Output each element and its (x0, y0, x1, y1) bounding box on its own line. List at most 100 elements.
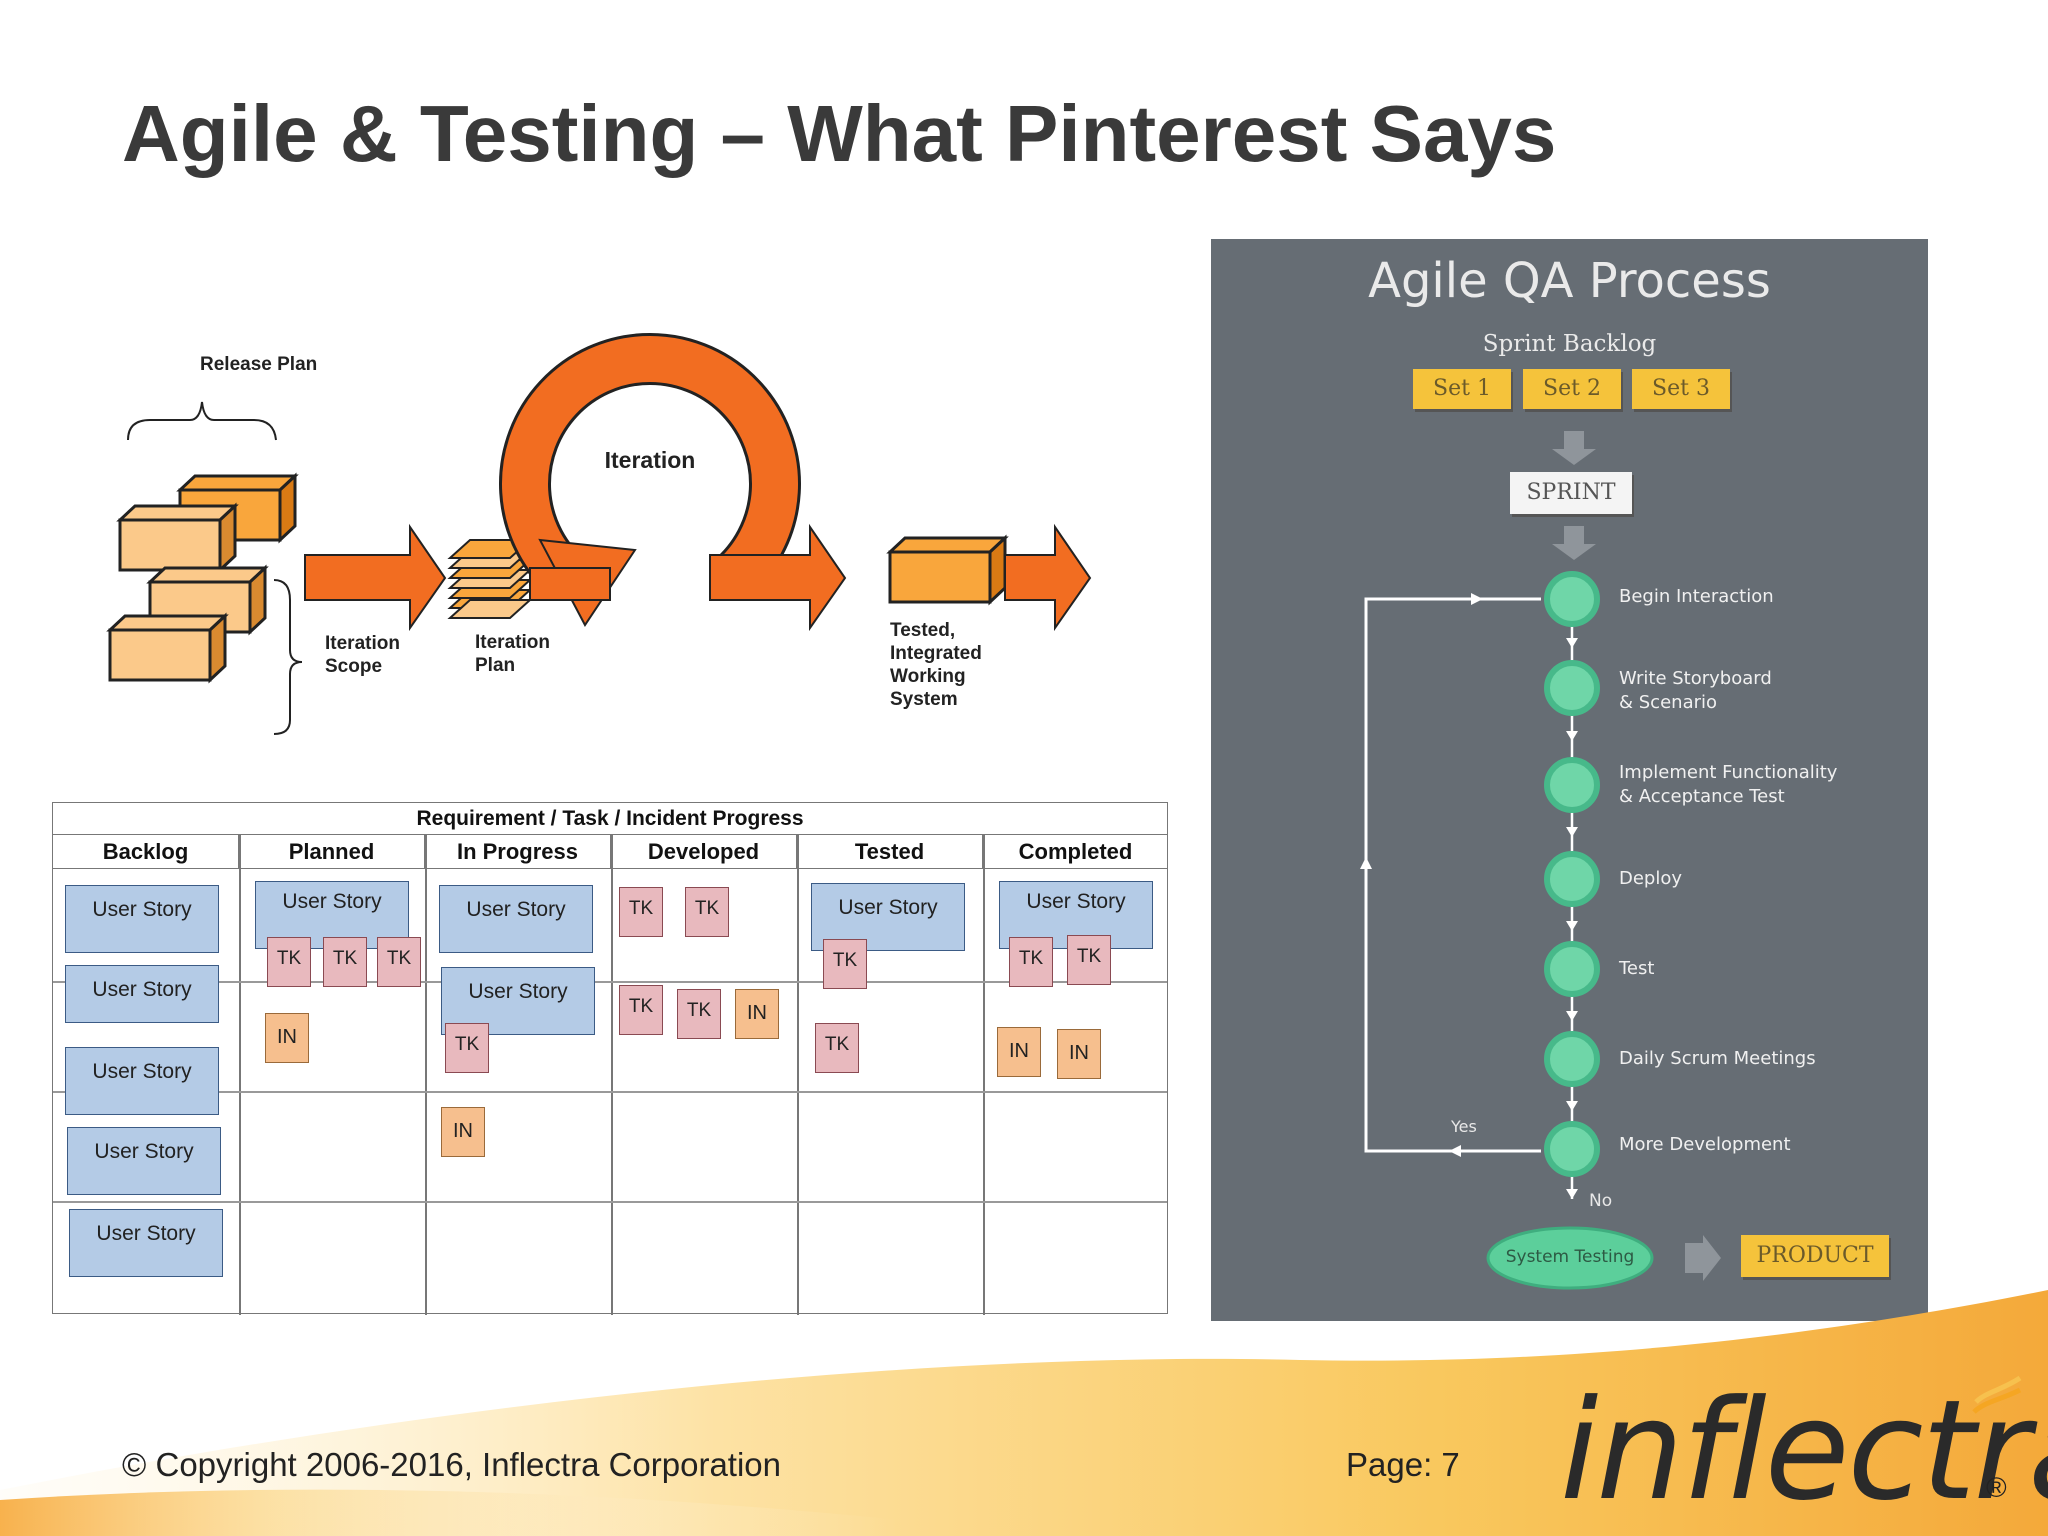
arrow-down-icon (1552, 526, 1596, 560)
qa-flow-diagram (1360, 431, 1721, 1290)
tested-label-2: Integrated (890, 643, 982, 664)
row-divider (53, 1201, 1167, 1203)
column-divider (239, 835, 241, 1315)
release-plan-brace (127, 401, 277, 441)
task-card[interactable]: TK (377, 937, 421, 987)
qa-title: Agile QA Process (1368, 253, 1771, 309)
system-testing-label: System Testing (1505, 1247, 1635, 1267)
task-card[interactable]: TK (685, 887, 729, 937)
arrow-right-icon (304, 523, 447, 632)
step-arrows (1566, 638, 1578, 1199)
task-card[interactable]: TK (323, 937, 367, 987)
arrow-connector (529, 567, 611, 601)
column-header-in-progress: In Progress (425, 835, 611, 869)
slide-title: Agile & Testing – What Pinterest Says (122, 89, 1557, 178)
column-header-backlog: Backlog (53, 835, 239, 869)
release-blocks-icon (106, 472, 299, 684)
user-story-card[interactable]: User Story (69, 1209, 223, 1277)
task-card[interactable]: TK (619, 887, 663, 937)
kanban-board: Requirement / Task / Incident Progress B… (52, 802, 1168, 1315)
task-card[interactable]: TK (677, 989, 721, 1039)
iteration-scope-brace (273, 579, 303, 735)
user-story-card[interactable]: User Story (65, 885, 219, 953)
incident-card[interactable]: IN (997, 1027, 1041, 1077)
task-card[interactable]: TK (1067, 935, 1111, 985)
tested-label-1: Tested, (890, 620, 955, 641)
task-card[interactable]: TK (823, 939, 867, 989)
iteration-plan-label-2: Plan (475, 655, 515, 676)
column-divider (425, 835, 427, 1315)
task-card[interactable]: TK (445, 1023, 489, 1073)
column-divider (797, 835, 799, 1315)
svg-text:Iteration Scope: Iteration Scope (325, 633, 405, 677)
task-card[interactable]: TK (619, 985, 663, 1035)
inflectra-logo: inflectra (1560, 1370, 2048, 1531)
agile-iteration-diagram: Release Plan Iteration Scope Iteration P (106, 332, 1092, 735)
arrow-right-icon (1685, 1235, 1721, 1281)
sprint-backlog-label: Sprint Backlog (1482, 331, 1657, 357)
agile-qa-process-panel: Agile QA Process Sprint Backlog Set 1 Se… (1211, 239, 1928, 1321)
release-plan-label: Release Plan (200, 354, 317, 375)
user-story-card[interactable]: User Story (65, 965, 219, 1023)
row-divider (53, 981, 1167, 983)
incident-card[interactable]: IN (1057, 1029, 1101, 1079)
step-circles (1544, 571, 1600, 1177)
kanban-title: Requirement / Task / Incident Progress (53, 803, 1167, 835)
registered-mark: ® (1986, 1472, 2007, 1503)
iteration-plan-stack-icon (447, 539, 533, 619)
tested-system-block-icon (886, 534, 1009, 606)
incident-card[interactable]: IN (441, 1107, 485, 1157)
loop-back-line (1364, 597, 1541, 1153)
tested-label-4: System (890, 689, 958, 710)
step-implement-2: & Acceptance Test (1619, 786, 1785, 807)
step-write-storyboard-2: & Scenario (1619, 692, 1718, 713)
svg-text:Tested, Integrated Wor: Tested, Integrated Working System (890, 620, 987, 710)
copyright-text: © Copyright 2006-2016, Inflectra Corpora… (122, 1446, 782, 1483)
arrow-down-icon (1552, 431, 1596, 465)
svg-text:Iteration Plan: Iteration Plan (475, 632, 555, 676)
task-card[interactable]: TK (267, 937, 311, 987)
no-label: No (1589, 1191, 1613, 1211)
step-test: Test (1619, 958, 1655, 979)
column-divider (611, 835, 613, 1315)
step-more-development: More Development (1619, 1134, 1791, 1155)
step-implement-1: Implement Functionality (1619, 762, 1838, 783)
step-begin-interaction: Begin Interaction (1619, 586, 1774, 607)
arrow-right-icon (1004, 523, 1092, 632)
set-1-button[interactable]: Set 1 (1413, 369, 1511, 409)
page-number: Page: 7 (1346, 1446, 1460, 1483)
task-card[interactable]: TK (815, 1023, 859, 1073)
iteration-scope-label-1: Iteration (325, 633, 400, 654)
footer-wave-decoration (0, 1290, 2048, 1536)
sprint-box[interactable]: SPRINT (1510, 472, 1632, 514)
arrow-right-icon (1471, 593, 1483, 605)
column-header-planned: Planned (239, 835, 425, 869)
system-testing-node (1486, 1226, 1654, 1290)
tested-label-3: Working (890, 666, 966, 687)
row-divider (53, 1091, 1167, 1093)
task-card[interactable]: TK (1009, 937, 1053, 987)
yes-label: Yes (1451, 1117, 1477, 1136)
iteration-scope-label-2: Scope (325, 656, 382, 677)
column-header-completed: Completed (983, 835, 1168, 869)
user-story-card[interactable]: User Story (65, 1047, 219, 1115)
incident-card[interactable]: IN (265, 1013, 309, 1063)
arrow-left-icon (1449, 1145, 1461, 1157)
set-3-button[interactable]: Set 3 (1632, 369, 1730, 409)
step-daily-scrum: Daily Scrum Meetings (1619, 1048, 1816, 1069)
arrow-up-icon (1360, 857, 1372, 869)
column-divider (983, 835, 985, 1315)
step-deploy: Deploy (1619, 868, 1683, 889)
column-header-developed: Developed (611, 835, 797, 869)
logo-flame-icon (1972, 1375, 2022, 1414)
column-header-tested: Tested (797, 835, 983, 869)
iteration-plan-label-1: Iteration (475, 632, 550, 653)
step-write-storyboard-1: Write Storyboard (1619, 668, 1772, 689)
arrow-right-icon (709, 523, 847, 632)
user-story-card[interactable]: User Story (439, 885, 593, 953)
product-box[interactable]: PRODUCT (1741, 1235, 1889, 1277)
iteration-label: Iteration (605, 447, 696, 473)
incident-card[interactable]: IN (735, 989, 779, 1039)
set-2-button[interactable]: Set 2 (1523, 369, 1621, 409)
user-story-card[interactable]: User Story (67, 1127, 221, 1195)
